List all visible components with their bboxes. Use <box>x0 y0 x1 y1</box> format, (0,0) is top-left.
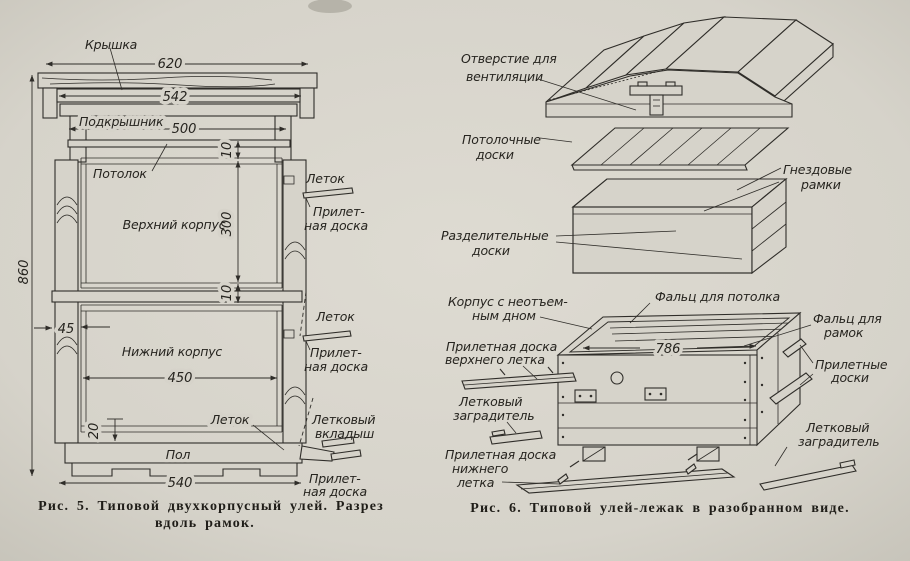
roof <box>545 16 834 118</box>
label-rebate-ceiling: Фальц для потолка <box>655 289 780 304</box>
label-ceiling-boards-2: доски <box>475 147 514 162</box>
lower-alighting-board <box>302 330 352 342</box>
label-lower-body: Нижний корпус <box>122 344 222 359</box>
label-alight-bottom-2: ная доска <box>303 484 367 499</box>
label-alight-lower-2: ная доска <box>304 359 368 374</box>
label-lid: Крышка <box>85 37 137 52</box>
label-guard-left-2: заградитель <box>453 408 534 423</box>
side-alight-brackets <box>769 338 813 405</box>
dim-542: 542 <box>163 90 188 105</box>
label-guard-right-2: заградитель <box>798 434 879 449</box>
dim-10-top: 10 <box>220 142 235 159</box>
label-divider-boards-1: Разделительные <box>441 228 549 243</box>
label-entrance-upper: Леток <box>305 171 345 186</box>
label-rebate-frames-2: рамок <box>823 325 864 340</box>
label-guard-left-1: Летковый <box>458 394 522 409</box>
dim-540: 540 <box>168 476 193 491</box>
upper-alighting-board <box>302 187 354 199</box>
wood-grain <box>56 196 306 405</box>
label-upper-body: Верхний корпус <box>123 217 226 232</box>
label-entrance-lower: Леток <box>315 309 355 324</box>
dim-500: 500 <box>172 122 197 137</box>
fig6-caption: Рис. 6. Типовой улей-лежак в разобранном… <box>470 501 850 516</box>
label-alight-lower-1: Прилет- <box>310 345 362 360</box>
ink-smudge <box>308 0 352 13</box>
label-body-2: ным дном <box>472 308 536 323</box>
entrance-insert-piece <box>321 436 355 448</box>
label-upper-alight-1: Прилетная доска <box>446 339 557 354</box>
label-alight-boards-2: доски <box>830 370 869 385</box>
upper-alight-board <box>461 366 577 390</box>
fig5-dimension-lines <box>29 61 308 486</box>
label-upper-alight-2: верхнего летка <box>445 352 545 367</box>
dim-10-mid: 10 <box>220 285 235 302</box>
lower-alight-board <box>515 463 736 494</box>
label-alight-upper-2: ная доска <box>304 218 368 233</box>
label-alight-bottom-1: Прилет- <box>309 471 361 486</box>
label-lower-alight-3: летка <box>456 475 494 490</box>
hive-body <box>556 311 802 468</box>
label-vent-1: Отверстие для <box>461 51 557 66</box>
dim-860: 860 <box>17 260 32 285</box>
label-guard-right-1: Летковый <box>805 420 869 435</box>
label-alight-upper-1: Прилет- <box>313 204 365 219</box>
dim-620: 620 <box>158 57 183 72</box>
dim-20: 20 <box>87 423 102 440</box>
fig6-drawing: 786 Отверстие для вентиляции Потолочные … <box>441 16 888 516</box>
label-entrance-bottom: Леток <box>210 412 250 427</box>
label-insert-2: вкладыш <box>315 426 374 441</box>
upper-frames <box>80 157 283 289</box>
right-entrance-guard <box>759 459 857 491</box>
label-underroof: Подкрышник <box>79 114 164 129</box>
label-lower-alight-1: Прилетная доска <box>445 447 556 462</box>
dim-45: 45 <box>58 322 75 337</box>
frames-block <box>571 177 788 275</box>
fig5-caption-line2: вдоль рамок. <box>155 516 255 531</box>
label-insert-1: Летковый <box>311 412 375 427</box>
bottom-entrance-leader <box>252 424 285 451</box>
label-nest-frames-2: рамки <box>800 177 841 192</box>
label-rebate-frames-1: Фальц для <box>813 311 882 326</box>
ceiling-leader <box>151 143 168 172</box>
dim-786: 786 <box>656 342 681 357</box>
fig5-drawing: 620 542 500 860 10 300 10 45 450 20 540 … <box>14 37 384 531</box>
label-ceiling-boards-1: Потолочные <box>462 132 541 147</box>
label-alight-boards-1: Прилетные <box>815 357 888 372</box>
left-entrance-guard <box>489 429 543 445</box>
lid-leader <box>109 47 123 91</box>
label-floor: Пол <box>166 447 191 462</box>
entrance-insert-piece <box>330 449 362 461</box>
dim-300: 300 <box>220 212 235 237</box>
label-ceiling: Потолок <box>93 166 147 181</box>
label-nest-frames-1: Гнездовые <box>783 162 852 177</box>
fig5-caption-line1: Рис. 5. Типовой двухкорпусный улей. Разр… <box>38 499 384 514</box>
label-lower-alight-2: нижнего <box>452 461 509 476</box>
label-vent-2: вентиляции <box>466 69 543 84</box>
ceiling-panel <box>570 127 790 171</box>
dim-450: 450 <box>168 371 193 386</box>
label-body-1: Корпус с неотъем- <box>448 294 568 309</box>
fig6-leaders <box>501 78 814 485</box>
label-divider-boards-2: доски <box>471 243 510 258</box>
